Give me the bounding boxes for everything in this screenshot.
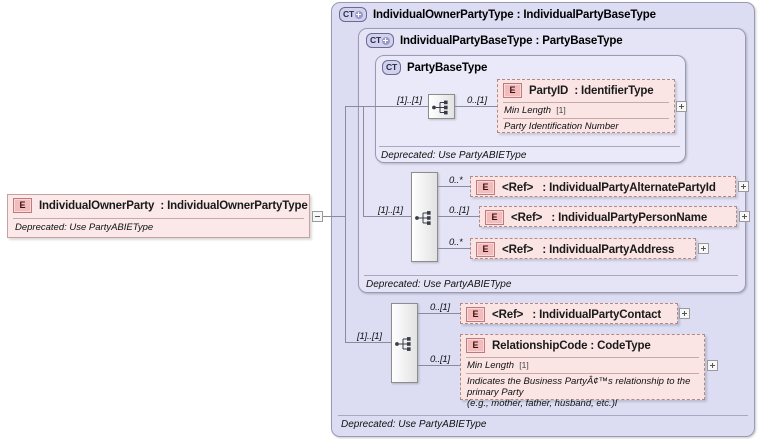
divider-partyid-2	[503, 118, 669, 119]
element-title-row-contact: E <Ref> : IndividualPartyContact	[461, 304, 677, 325]
element-title-row-relationshipcode: E RelationshipCode : CodeType	[461, 335, 704, 356]
connector-seq-to-partyid	[455, 106, 497, 107]
collapse-toggle-root-element[interactable]	[312, 211, 323, 222]
element-box-individualpartypersonname[interactable]: E <Ref> : IndividualPartyPersonName	[479, 206, 737, 227]
element-box-individualpartyalternatepartyid[interactable]: E <Ref> : IndividualPartyAlternatePartyI…	[470, 176, 736, 197]
complextype-title-individualpartybasetype: IndividualPartyBaseType : PartyBaseType	[399, 34, 623, 47]
connector-branch-top	[345, 106, 363, 107]
cardinality-personname: 0..[1]	[449, 205, 469, 216]
cardinality-address: 0..*	[449, 237, 463, 248]
complextype-title-partybasetype: PartyBaseType	[406, 61, 488, 74]
connector-branch-top-vertical	[363, 106, 364, 216]
cardinality-seq-partybase: [1]..[1]	[397, 95, 422, 106]
deprecated-note-inner: Deprecated: Use PartyABIEType	[381, 150, 527, 161]
cardinality-seq-refs: [1]..[1]	[378, 205, 403, 216]
deprecated-note-outer: Deprecated: Use PartyABIEType	[341, 419, 487, 430]
ct-plus-icon[interactable]: CT	[366, 33, 394, 48]
sequence-icon	[415, 211, 431, 225]
divider-relationshipcode-1	[466, 357, 699, 358]
element-box-individualpartycontact[interactable]: E <Ref> : IndividualPartyContact	[460, 303, 678, 324]
element-name-partyid: PartyID : IdentifierType	[529, 84, 654, 97]
divider-relationshipcode-2	[466, 373, 699, 374]
element-badge-icon: E	[476, 242, 495, 257]
element-box-partyid[interactable]: E PartyID : IdentifierType Min Length [1…	[497, 79, 675, 133]
element-documentation-line-2: (e.g., mother, father, husband, etc.)l	[467, 398, 617, 409]
element-name-personname: <Ref> : IndividualPartyPersonName	[511, 211, 708, 224]
divider-partyid-1	[503, 102, 669, 103]
element-badge-icon: E	[466, 338, 485, 353]
element-documentation-line-1: Indicates the Business PartyÂ¢™s relatio…	[467, 376, 691, 398]
connector-root-horizontal	[323, 216, 345, 217]
connector-seq-to-personname	[438, 216, 480, 217]
connector-seq-to-contact	[418, 313, 460, 314]
connector-branch-bottom	[345, 342, 391, 343]
connector-seq-to-relationshipcode	[418, 365, 460, 366]
element-badge-icon: E	[466, 307, 485, 322]
divider-outer-footer	[338, 415, 748, 416]
element-title-row-personname: E <Ref> : IndividualPartyPersonName	[480, 207, 736, 228]
facet-partyid-minlength: Min Length [1]	[504, 105, 566, 116]
element-title-row-individualownerparty: E IndividualOwnerParty : IndividualOwner…	[8, 195, 309, 216]
element-box-individualownerparty[interactable]: E IndividualOwnerParty : IndividualOwner…	[7, 194, 310, 238]
sequence-compositor-refs[interactable]	[411, 172, 438, 262]
cardinality-partyid: 0..[1]	[467, 95, 487, 106]
complextype-title-individualownerpartytype: IndividualOwnerPartyType : IndividualPar…	[372, 8, 656, 21]
facet-relationshipcode-minlength: Min Length [1]	[467, 360, 529, 371]
element-title-row-alternatepartyid: E <Ref> : IndividualPartyAlternatePartyI…	[471, 177, 735, 198]
connector-seq-to-address	[438, 248, 470, 249]
element-name-address: <Ref> : IndividualPartyAddress	[502, 243, 675, 256]
expand-toggle-personname[interactable]	[739, 211, 750, 222]
ct-icon[interactable]: CT	[382, 60, 401, 75]
element-title-row-partyid: E PartyID : IdentifierType	[498, 80, 674, 101]
element-documentation-partyid: Party Identification Number	[504, 121, 619, 132]
element-badge-icon: E	[476, 180, 495, 195]
connector-to-seq-partybase	[363, 106, 428, 107]
element-name-contact: <Ref> : IndividualPartyContact	[492, 308, 662, 321]
expand-toggle-partyid[interactable]	[676, 101, 687, 112]
sequence-icon	[432, 100, 448, 115]
expand-toggle-relationshipcode[interactable]	[707, 360, 718, 371]
ct-plus-icon[interactable]: CT	[339, 7, 367, 22]
divider-inner-footer	[379, 146, 680, 147]
element-box-individualpartyaddress[interactable]: E <Ref> : IndividualPartyAddress	[470, 238, 696, 259]
expand-toggle-address[interactable]	[698, 243, 709, 254]
complextype-header-individualownerpartytype: CT IndividualOwnerPartyType : Individual…	[339, 7, 656, 22]
cardinality-contact: 0..[1]	[430, 302, 450, 313]
cardinality-relationshipcode: 0..[1]	[430, 354, 450, 365]
cardinality-alternatepartyid: 0..*	[449, 175, 463, 186]
sequence-compositor-bottom[interactable]	[391, 303, 418, 383]
sequence-compositor-partybase[interactable]	[428, 94, 455, 119]
divider-middle-footer	[364, 275, 738, 276]
deprecated-note-middle: Deprecated: Use PartyABIEType	[366, 279, 512, 290]
element-title-row-address: E <Ref> : IndividualPartyAddress	[471, 239, 695, 260]
element-box-relationshipcode[interactable]: E RelationshipCode : CodeType Min Length…	[460, 334, 705, 409]
connector-main-spine	[345, 106, 346, 342]
complextype-header-individualpartybasetype: CT IndividualPartyBaseType : PartyBaseTy…	[366, 33, 623, 48]
connector-to-seq-refs	[363, 216, 411, 217]
cardinality-seq-bottom: [1]..[1]	[357, 331, 382, 342]
element-name-relationshipcode: RelationshipCode : CodeType	[492, 339, 651, 352]
connector-seq-to-alternatepartyid	[438, 186, 470, 187]
element-name-individualownerparty: IndividualOwnerParty : IndividualOwnerPa…	[39, 199, 308, 212]
expand-toggle-alternatepartyid[interactable]	[738, 181, 749, 192]
element-documentation-relationshipcode: Indicates the Business PartyÂ¢™s relatio…	[467, 376, 703, 409]
element-badge-icon: E	[503, 83, 522, 98]
element-name-alternatepartyid: <Ref> : IndividualPartyAlternatePartyId	[502, 181, 716, 194]
expand-toggle-contact[interactable]	[679, 308, 690, 319]
complextype-header-partybasetype: CT PartyBaseType	[382, 60, 487, 75]
element-badge-icon: E	[485, 210, 504, 225]
element-badge-icon: E	[13, 198, 32, 213]
divider-root-element	[13, 218, 304, 219]
element-documentation-individualownerparty: Deprecated: Use PartyABIEType	[15, 222, 154, 233]
sequence-icon	[395, 337, 411, 351]
